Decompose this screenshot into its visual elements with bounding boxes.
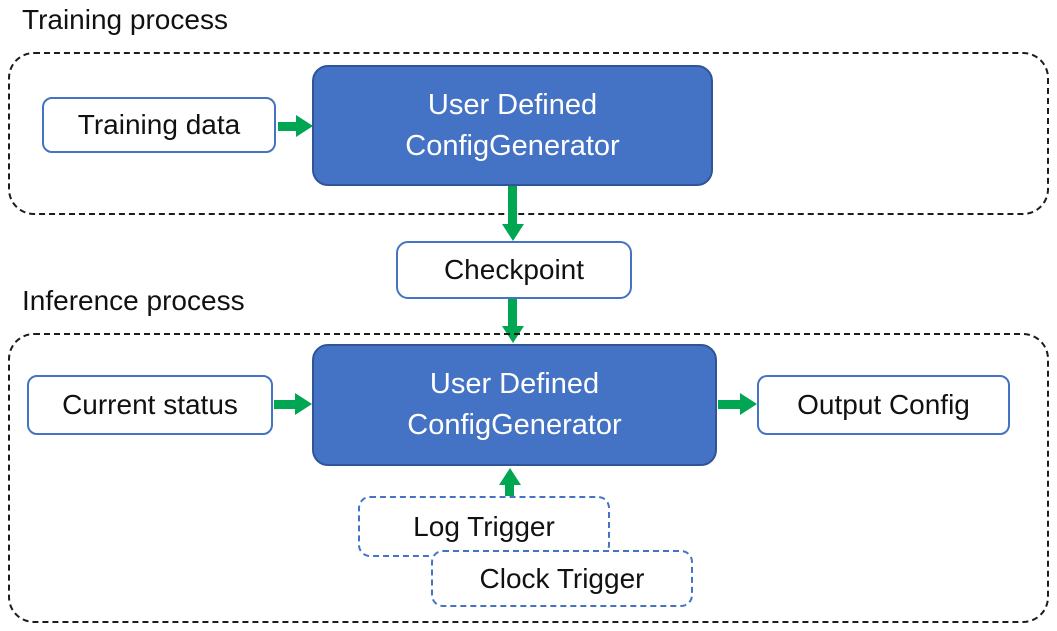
- arrow-training-data-to-generator-shaft: [278, 122, 297, 131]
- inference-process-label: Inference process: [22, 285, 245, 316]
- arrow-training-data-to-generator-head: [296, 115, 313, 137]
- arrow-generator-to-output-head: [740, 393, 757, 415]
- arrow-generator-to-checkpoint-head: [502, 224, 524, 241]
- inference-config-generator-box: User Defined ConfigGenerator: [312, 344, 717, 466]
- training-config-generator-line2: ConfigGenerator: [405, 129, 620, 162]
- inference-process-container: [8, 333, 1049, 623]
- training-config-generator-line1: User Defined: [427, 88, 598, 121]
- arrow-triggers-to-generator-head: [499, 468, 521, 485]
- arrow-current-status-to-generator-shaft: [274, 400, 296, 409]
- log-trigger-box: Log Trigger: [358, 496, 610, 557]
- arrow-generator-to-checkpoint-shaft: [508, 186, 517, 225]
- clock-trigger-box: Clock Trigger: [431, 550, 693, 607]
- arrow-generator-to-output-shaft: [718, 400, 741, 409]
- arrow-checkpoint-to-generator-shaft: [508, 299, 517, 327]
- current-status-box: Current status: [27, 375, 273, 435]
- arrow-triggers-to-generator-shaft: [505, 484, 514, 497]
- output-config-box: Output Config: [757, 375, 1010, 435]
- training-config-generator-box: User Defined ConfigGenerator: [312, 65, 713, 186]
- checkpoint-box: Checkpoint: [396, 241, 632, 299]
- training-process-label: Training process: [22, 4, 228, 35]
- inference-config-generator-line2: ConfigGenerator: [407, 409, 622, 441]
- training-data-box: Training data: [42, 97, 276, 153]
- inference-config-generator-line1: User Defined: [429, 368, 600, 400]
- arrow-current-status-to-generator-head: [295, 393, 312, 415]
- training-process-container: [8, 52, 1049, 215]
